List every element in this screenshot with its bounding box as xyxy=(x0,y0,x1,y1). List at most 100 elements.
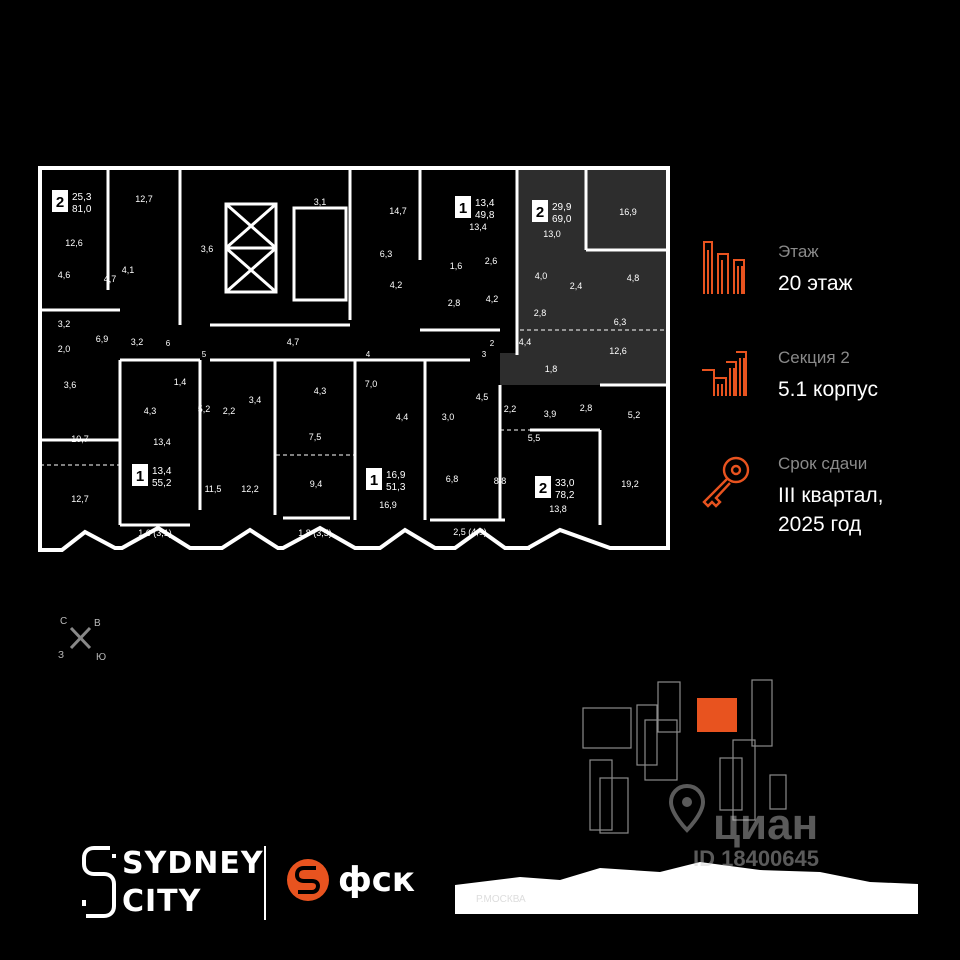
compass-north: С xyxy=(60,616,68,627)
area-label: 6,3 xyxy=(614,317,627,327)
area-label: 6,3 xyxy=(380,249,393,259)
area-label: 8,8 xyxy=(494,476,507,486)
area-label: 4,8 xyxy=(627,273,640,283)
area-label: 3,1 xyxy=(314,197,327,207)
area-label: 1 xyxy=(459,200,467,217)
area-label: 7,5 xyxy=(309,432,322,442)
compass-cross-icon xyxy=(69,626,92,650)
area-label: 3 xyxy=(482,350,487,359)
area-label: 1,8 (3,5) xyxy=(298,528,332,538)
area-label: 2,2 xyxy=(504,404,517,414)
deadline-line1: III квартал, xyxy=(778,484,884,507)
area-label: 2 xyxy=(539,480,547,497)
area-label: 9,4 xyxy=(310,479,323,489)
fsk-mark-icon xyxy=(287,859,329,901)
area-label: 49,8 xyxy=(475,210,495,221)
area-label: 13,0 xyxy=(543,229,561,239)
apartment-badge: 2 33,0 78,2 xyxy=(535,476,575,501)
area-label: 7,0 xyxy=(365,379,378,389)
floor-info: Этаж 20 этаж xyxy=(700,240,950,300)
area-label: 2,6 xyxy=(485,256,498,266)
key-icon xyxy=(702,456,750,508)
area-label: 51,3 xyxy=(386,482,406,493)
sydney-city-logo: SYDNEY CITY xyxy=(80,842,263,922)
apartment-badge: 1 13,4 49,8 xyxy=(455,196,495,221)
area-label: 1 xyxy=(136,468,144,485)
area-label: 2,4 xyxy=(570,281,583,291)
area-label: 3,6 xyxy=(64,380,77,390)
plan-inner-walls xyxy=(40,168,668,527)
area-label: 33,0 xyxy=(555,478,575,489)
deadline-line2: 2025 год xyxy=(778,513,862,536)
floor-icon xyxy=(703,241,745,294)
floor-label: Этаж xyxy=(778,242,819,261)
watermark-id: ID 18400645 xyxy=(693,846,819,871)
area-label: 13,4 xyxy=(153,437,171,447)
area-label: 2,8 xyxy=(580,403,593,413)
area-label: 25,3 xyxy=(72,192,92,203)
area-label: 19,2 xyxy=(621,479,639,489)
area-label: 2 xyxy=(536,204,544,221)
area-label: 4,1 xyxy=(122,265,135,275)
area-label: 3,9 xyxy=(544,409,557,419)
area-label: 1,4 xyxy=(174,377,187,387)
sydney-city-mark-icon xyxy=(82,846,116,918)
area-label: 16,9 xyxy=(379,500,397,510)
area-label: 2,5 (4,9) xyxy=(453,527,487,537)
sydney-line1: SYDNEY xyxy=(122,846,264,881)
area-label: 5,2 xyxy=(198,404,211,414)
area-label: 13,4 xyxy=(475,198,495,209)
highlighted-apartment xyxy=(500,170,666,385)
location-pin-icon xyxy=(668,783,706,833)
compass: С В З Ю xyxy=(56,616,106,666)
area-label: 1,6 (3,1) xyxy=(138,528,172,538)
watermark-name: циан xyxy=(713,800,819,849)
area-label: 1,8 xyxy=(545,364,558,374)
area-label: 12,6 xyxy=(65,238,83,248)
area-label: 10,7 xyxy=(71,434,89,444)
section-icon xyxy=(702,351,747,396)
plan-walls xyxy=(38,166,670,552)
area-label: 2,0 xyxy=(58,344,71,354)
area-label: 13,4 xyxy=(152,466,172,477)
area-label: 3,4 xyxy=(249,395,262,405)
area-label: 3,6 xyxy=(201,244,214,254)
area-label: 5,2 xyxy=(628,410,641,420)
area-label: 3,0 xyxy=(442,412,455,422)
area-label: 16,9 xyxy=(386,470,406,481)
area-label: 11,5 xyxy=(205,484,222,494)
deadline-info: Срок сдачи III квартал, 2025 год xyxy=(700,452,950,542)
area-label: 13,4 xyxy=(469,222,487,232)
section-label: Секция 2 xyxy=(778,348,850,367)
deadline-label: Срок сдачи xyxy=(778,454,868,473)
area-label: 4,0 xyxy=(535,271,548,281)
area-label: 12,2 xyxy=(241,484,259,494)
compass-south: Ю xyxy=(96,652,107,663)
area-label: 5,5 xyxy=(528,433,541,443)
compass-east: В xyxy=(94,618,101,629)
area-label: 69,0 xyxy=(552,214,572,225)
floor-value: 20 этаж xyxy=(778,272,853,295)
area-label: 4,4 xyxy=(396,412,409,422)
area-label: 78,2 xyxy=(555,490,575,501)
area-label: 12,6 xyxy=(609,346,627,356)
area-label: 6 xyxy=(166,339,171,348)
area-label: 4 xyxy=(366,350,371,359)
area-label: 6,8 xyxy=(446,474,459,484)
apartment-badges: 2 25,3 81,0 1 13,4 49,8 2 29,9 69,0 1 13… xyxy=(52,190,575,501)
area-label: 2,8 xyxy=(534,308,547,318)
area-label: 14,7 xyxy=(389,206,407,216)
area-label: 12,7 xyxy=(71,494,89,504)
sydney-line2: CITY xyxy=(122,884,202,919)
area-label: 4,7 xyxy=(287,337,300,347)
area-label: 5 xyxy=(202,350,207,359)
area-label: 2 xyxy=(56,194,64,211)
area-label: 3,2 xyxy=(58,319,71,329)
area-label: 4,2 xyxy=(390,280,403,290)
location-highlight xyxy=(697,698,737,732)
area-label: 4,2 xyxy=(486,294,499,304)
area-label: 2,8 xyxy=(448,298,461,308)
area-label: 2,2 xyxy=(223,406,236,416)
apartment-badge: 2 29,9 69,0 xyxy=(532,200,572,225)
area-label: 29,9 xyxy=(552,202,572,213)
